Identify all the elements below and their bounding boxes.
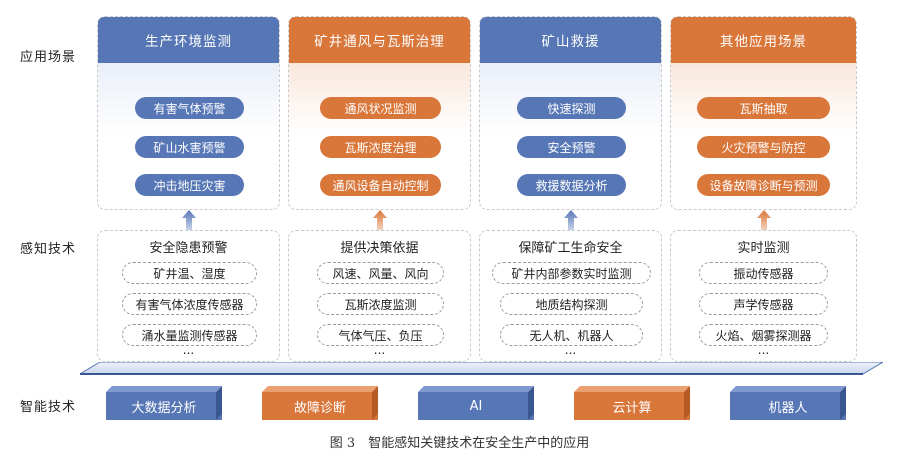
cube-side [216,386,222,420]
row-label-intelligent: 智能技术 [20,400,77,415]
figure-caption: 图 3 智能感知关键技术在安全生产中的应用 [329,436,590,451]
sensor-item: 矿井温、湿度 [122,262,257,284]
row-label-application: 应用场景 [20,50,77,65]
sensor-item: 声学传感器 [699,293,828,315]
scenario-item: 通风状况监测 [320,97,441,119]
scenario-header: 生产环境监测 [98,17,279,63]
scenario-item: 救援数据分析 [517,174,626,196]
tech-label: 云计算 [574,392,690,420]
scenario-item: 矿山水害预警 [135,136,244,158]
tech-label: 故障诊断 [262,392,378,420]
sensor-item: 风速、风量、风向 [317,262,444,284]
sensor-item: 矿井内部参数实时监测 [492,262,651,284]
scenario-header: 矿山救援 [480,17,661,63]
sensor-item: 气体气压、负压 [317,324,444,346]
platform-bar [80,362,883,375]
more-ellipsis: ... [757,343,770,357]
up-arrow-icon [373,210,387,230]
more-ellipsis: ... [373,343,386,357]
scenario-column-2: 矿井通风与瓦斯治理 通风状况监测 瓦斯浓度治理 通风设备自动控制 [288,16,471,210]
tech-label: 大数据分析 [106,392,222,420]
cube-top [106,386,222,392]
scenario-column-3: 矿山救援 快速探测 安全预警 救援数据分析 [479,16,662,210]
cube-top [574,386,690,392]
up-arrow-icon [564,210,578,230]
row-label-sensing: 感知技术 [20,242,77,257]
scenario-item: 有害气体预警 [135,97,244,119]
sensor-item: 有害气体浓度传感器 [122,293,257,315]
up-arrow-icon [757,210,771,230]
scenario-item: 通风设备自动控制 [320,174,441,196]
scenario-item: 火灾预警与防控 [697,136,830,158]
sensing-title: 实时监测 [737,241,790,256]
cube-top [418,386,534,392]
cube-side [684,386,690,420]
scenario-column-4: 其他应用场景 瓦斯抽取 火灾预警与防控 设备故障诊断与预测 [670,16,857,210]
scenario-item: 安全预警 [517,136,626,158]
sensor-item: 地质结构探测 [500,293,643,315]
sensing-title: 保障矿工生命安全 [518,241,623,256]
cube-side [528,386,534,420]
sensing-column-2: 提供决策依据 风速、风量、风向 瓦斯浓度监测 气体气压、负压 ... [288,230,471,362]
more-ellipsis: ... [564,343,577,357]
sensing-title: 提供决策依据 [340,241,419,256]
cube-top [262,386,378,392]
cube-top [730,386,846,392]
cube-side [372,386,378,420]
scenario-header: 其他应用场景 [671,17,856,63]
scenario-item: 瓦斯抽取 [697,97,830,119]
sensor-item: 涌水量监测传感器 [122,324,257,346]
sensor-item: 火焰、烟雾探测器 [699,324,828,346]
tech-label: AI [418,392,534,420]
scenario-item: 快速探测 [517,97,626,119]
scenario-item: 设备故障诊断与预测 [697,174,830,196]
sensing-column-4: 实时监测 振动传感器 声学传感器 火焰、烟雾探测器 ... [670,230,857,362]
sensor-item: 无人机、机器人 [500,324,643,346]
scenario-item: 冲击地压灾害 [135,174,244,196]
cube-side [840,386,846,420]
tech-label: 机器人 [730,392,846,420]
up-arrow-icon [182,210,196,230]
sensing-title: 安全隐患预警 [149,241,228,256]
scenario-header: 矿井通风与瓦斯治理 [289,17,470,63]
sensor-item: 振动传感器 [699,262,828,284]
sensor-item: 瓦斯浓度监测 [317,293,444,315]
sensing-column-1: 安全隐患预警 矿井温、湿度 有害气体浓度传感器 涌水量监测传感器 ... [97,230,280,362]
scenario-item: 瓦斯浓度治理 [320,136,441,158]
scenario-column-1: 生产环境监测 有害气体预警 矿山水害预警 冲击地压灾害 [97,16,280,210]
sensing-column-3: 保障矿工生命安全 矿井内部参数实时监测 地质结构探测 无人机、机器人 ... [479,230,662,362]
more-ellipsis: ... [182,343,195,357]
